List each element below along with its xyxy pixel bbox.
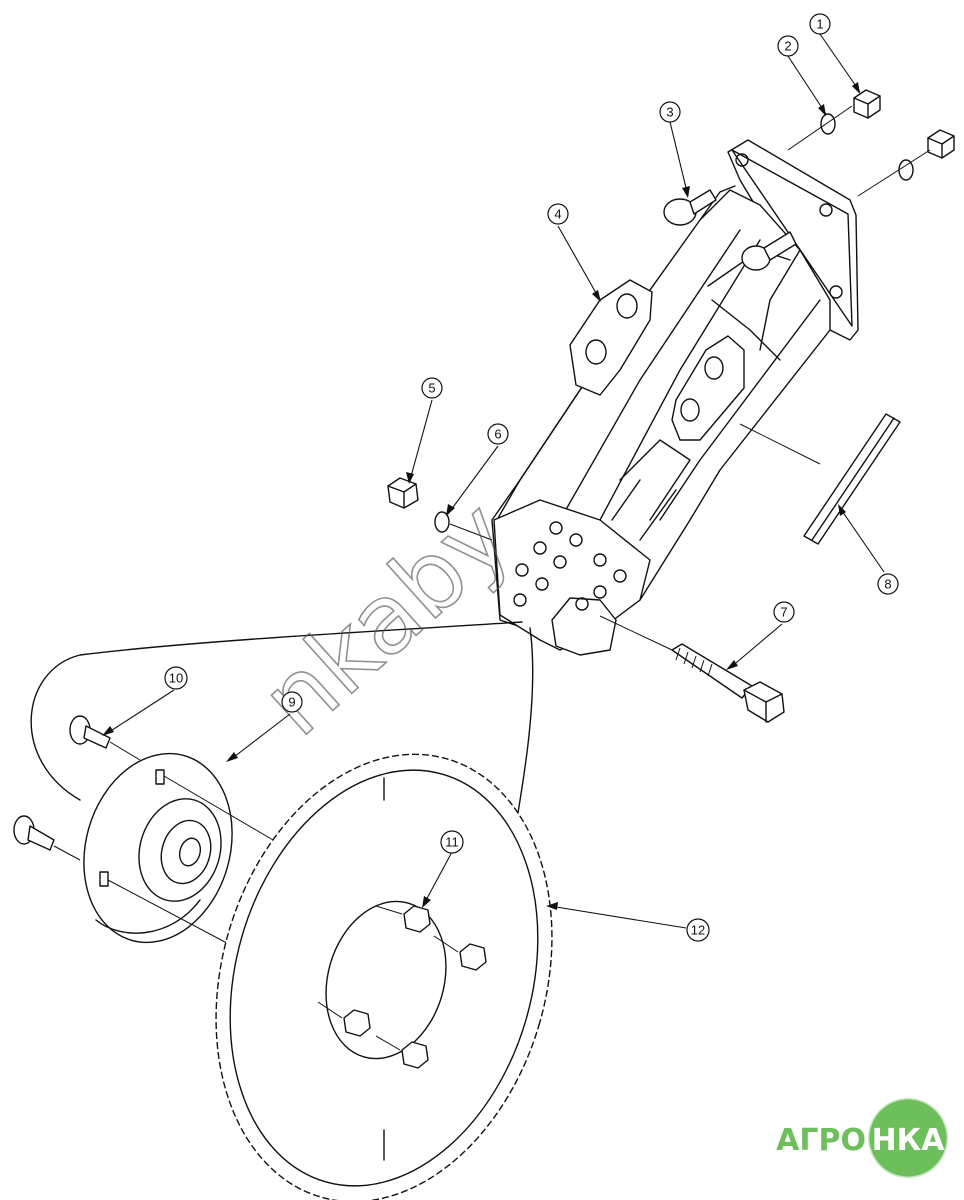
agronka-logo: АГРО НКА — [776, 1096, 950, 1180]
callout-2: 2 — [777, 35, 799, 57]
callout-label-2: 2 — [784, 39, 791, 54]
serrated-disc-12 — [215, 753, 553, 1200]
carriage-bolt-10 — [13, 715, 111, 851]
callout-label-9: 9 — [288, 695, 295, 710]
callout-7: 7 — [773, 601, 795, 623]
callout-label-10: 10 — [169, 671, 183, 686]
hex-bolt-7 — [671, 643, 785, 723]
callout-label-3: 3 — [666, 105, 673, 120]
nut-1 — [853, 89, 881, 119]
adjustment-holes — [513, 521, 627, 607]
carriage-bolt-3 — [663, 189, 797, 271]
callout-label-6: 6 — [494, 427, 501, 442]
logo-right-text: НКА — [872, 1123, 946, 1158]
logo-left-text: АГРО — [776, 1123, 866, 1158]
callout-4: 4 — [547, 203, 569, 225]
callout-label-11: 11 — [445, 835, 459, 850]
bracket-arm — [491, 139, 859, 656]
logo-circle — [868, 1098, 948, 1178]
callout-1: 1 — [809, 13, 831, 35]
nut-5 — [387, 477, 419, 509]
callout-9: 9 — [281, 691, 303, 713]
callout-10: 10 — [164, 666, 188, 690]
pin-8 — [803, 413, 901, 545]
watermark-text: nkaby — [240, 479, 531, 757]
flange-nuts-11 — [317, 905, 487, 1069]
callout-8: 8 — [877, 573, 899, 595]
washer-6 — [434, 511, 450, 533]
callout-label-7: 7 — [780, 605, 787, 620]
callout-label-12: 12 — [691, 923, 705, 938]
callout-6: 6 — [487, 423, 509, 445]
callout-5: 5 — [421, 377, 443, 399]
belt-outline — [30, 621, 523, 801]
callout-3: 3 — [659, 101, 681, 123]
callout-label-8: 8 — [884, 577, 891, 592]
nut-1-second — [927, 129, 955, 159]
callout-label-4: 4 — [554, 207, 561, 222]
callout-11: 11 — [440, 830, 464, 854]
hub-bearing-9 — [83, 752, 233, 944]
callout-label-1: 1 — [816, 17, 823, 32]
callout-12: 12 — [686, 918, 710, 942]
callout-label-5: 5 — [428, 381, 435, 396]
callout-leaders — [102, 33, 885, 929]
